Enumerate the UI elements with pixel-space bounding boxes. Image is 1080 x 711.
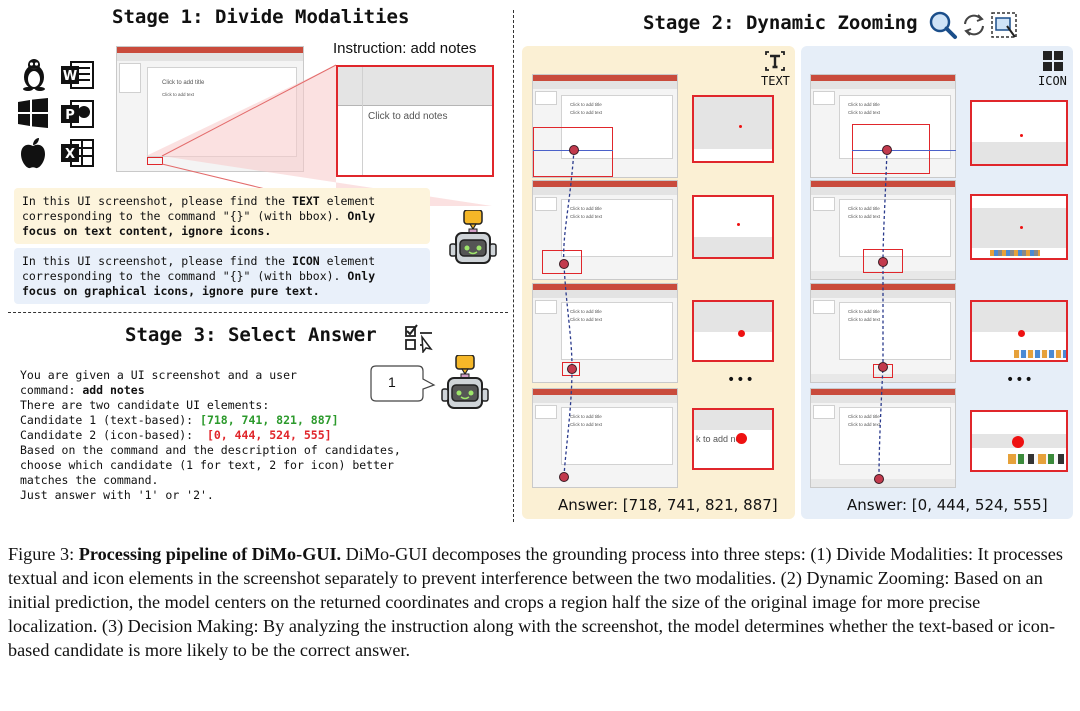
icon-step3-zoom (970, 300, 1068, 362)
text-step3-zoom (692, 300, 774, 362)
answer-bubble (370, 365, 436, 402)
caption-body: DiMo-GUI decomposes the grounding proces… (8, 544, 1063, 660)
text-step2-crop (542, 250, 582, 274)
icon-ellipsis: ••• (1006, 372, 1034, 388)
answer-bubble-value: 1 (388, 374, 396, 390)
icon-step4-screenshot: Click to add title Click to add text (810, 388, 956, 488)
icon-step2-marker (878, 257, 888, 267)
text-step2-marker (559, 259, 569, 269)
robot-icon (441, 355, 489, 409)
notes-placeholder-text: Click to add notes (368, 111, 448, 122)
text-step4-marker (559, 472, 569, 482)
icon-prompt-box: In this UI screenshot, please find the I… (14, 248, 430, 304)
excel-icon: X (61, 139, 94, 167)
icon-step1-crop (852, 124, 930, 174)
caption-title: Processing pipeline of DiMo-GUI. (78, 544, 342, 564)
icon-answer: Answer: [0, 444, 524, 555] (847, 496, 1048, 514)
figure-caption: Figure 3: Processing pipeline of DiMo-GU… (8, 542, 1072, 662)
text-branch-label: TEXT (761, 74, 790, 88)
powerpoint-icon: P (61, 100, 94, 128)
stage1-title: Stage 1: Divide Modalities (112, 6, 410, 28)
icon-step1-screenshot: Click to add title Click to add text (810, 74, 956, 178)
windows-icon (18, 98, 48, 128)
slide-title-placeholder: Click to add title (162, 80, 205, 86)
icon-step4-zoom (970, 410, 1068, 472)
crop-region (147, 157, 163, 165)
notes-zoom-box: Click to add notes (336, 65, 494, 177)
crop-icon (991, 12, 1017, 38)
text-step3-screenshot: Click to add title Click to add text (532, 283, 678, 383)
text-step1-zoom (692, 95, 774, 163)
text-step4-zoom: k to add not (692, 408, 774, 470)
text-prompt-box: In this UI screenshot, please find the T… (14, 188, 430, 244)
text-step2-zoom (692, 195, 774, 259)
icon-step3-marker (878, 362, 888, 372)
svg-text:X: X (65, 147, 75, 162)
candidate2-bbox: [0, 444, 524, 555] (206, 428, 332, 442)
slide-text-placeholder: Click to add text (162, 92, 195, 97)
caption-label: Figure 3: (8, 544, 79, 564)
text-step2-screenshot: Click to add title Click to add text (532, 180, 678, 280)
stage3-prompt: You are given a UI screenshot and a user… (20, 368, 401, 502)
svg-text:P: P (65, 108, 75, 123)
linux-tux-icon (23, 59, 45, 91)
icon-zoom-trajectory (878, 149, 888, 479)
zoom-notes-text: k to add not (696, 434, 744, 444)
icon-step1-marker (882, 145, 892, 155)
icon-step2-screenshot: Click to add title Click to add text (810, 180, 956, 280)
text-tool-icon (765, 51, 785, 71)
vertical-divider (513, 10, 514, 522)
icon-step2-zoom (970, 194, 1068, 260)
apple-icon (21, 138, 45, 169)
text-ellipsis: ••• (727, 372, 755, 388)
text-step3-crop (562, 362, 580, 376)
refresh-icon (964, 14, 984, 36)
grid-icon (1043, 51, 1063, 71)
word-icon: W (61, 61, 94, 89)
icon-step4-marker (874, 474, 884, 484)
text-step1-marker (569, 145, 579, 155)
instruction-label: Instruction: add notes (333, 40, 477, 57)
magnifier-icon (929, 11, 957, 39)
icon-step1-zoom (970, 100, 1068, 166)
text-answer: Answer: [718, 741, 821, 887] (558, 496, 778, 514)
text-step3-marker (567, 364, 577, 374)
stage2-title: Stage 2: Dynamic Zooming (643, 12, 918, 34)
robot-icon (449, 210, 497, 264)
text-zoom-trajectory (563, 149, 575, 477)
candidate1-bbox: [718, 741, 821, 887] (200, 413, 339, 427)
select-check-icon (405, 324, 433, 353)
svg-text:W: W (63, 69, 77, 84)
text-step1-crop (533, 127, 613, 177)
text-step4-screenshot: Click to add title Click to add text (532, 388, 678, 488)
stage3-title: Stage 3: Select Answer (125, 324, 377, 346)
icon-branch-label: ICON (1038, 74, 1067, 88)
horizontal-divider (8, 312, 508, 313)
